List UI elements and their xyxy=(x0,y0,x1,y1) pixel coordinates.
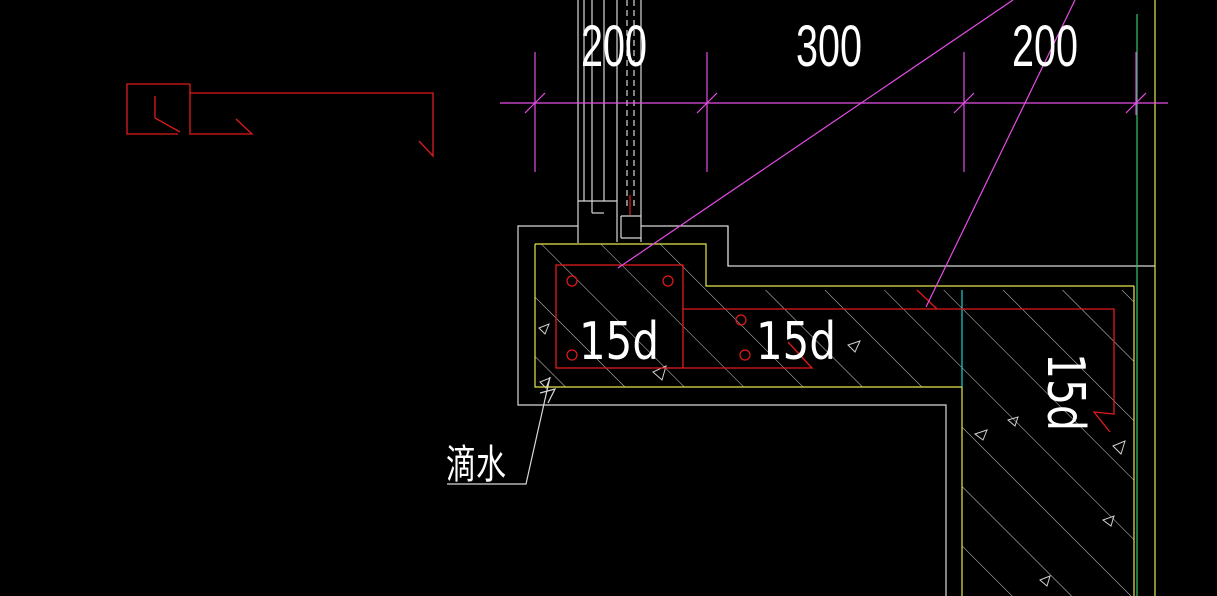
rebar-lines xyxy=(555,264,1115,433)
aggregate-marks xyxy=(538,323,1126,587)
rebar-label-1: 15d xyxy=(579,312,659,372)
concrete-outline xyxy=(517,225,1155,596)
drip-note-label: 滴水 xyxy=(446,442,506,488)
dimension-label-1: 200 xyxy=(581,14,647,79)
window-frame xyxy=(577,0,642,243)
dimension-label-2: 300 xyxy=(796,14,862,79)
dimension-lines xyxy=(500,0,1168,308)
rebar-label-2: 15d xyxy=(756,312,836,372)
rebar-dots xyxy=(566,275,751,361)
dimension-label-3: 200 xyxy=(1012,14,1078,79)
rebar-label-3: 15d xyxy=(1035,353,1095,431)
finish-line xyxy=(534,0,1156,596)
drip-leader xyxy=(447,376,557,485)
rebar-hook-detail-symbol xyxy=(126,83,434,158)
